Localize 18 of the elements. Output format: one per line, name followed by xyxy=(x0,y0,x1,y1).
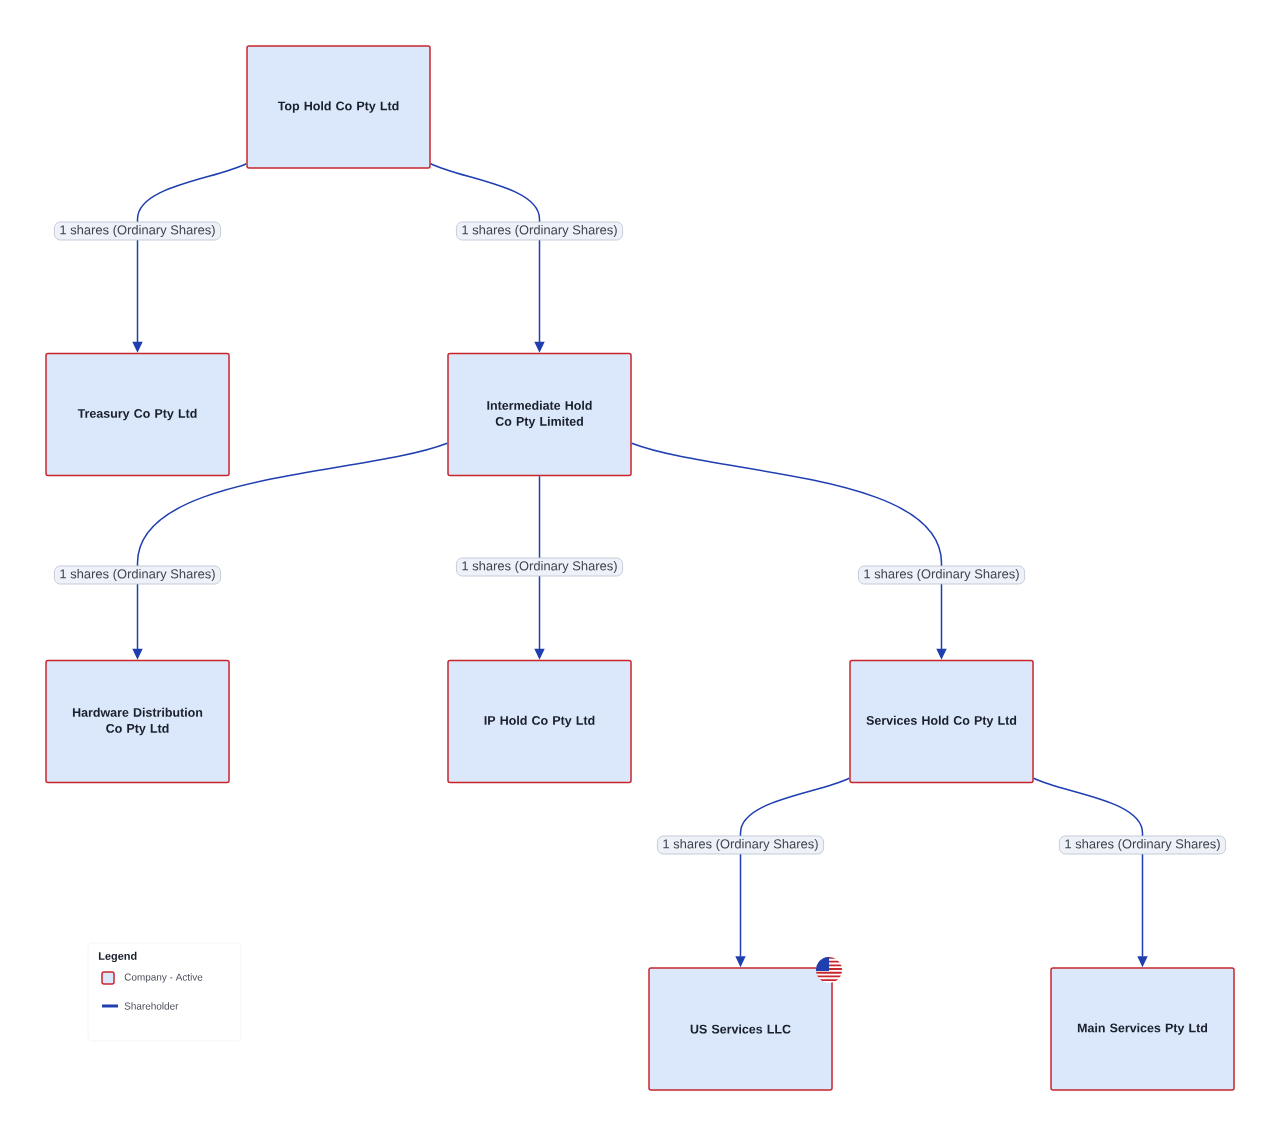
company-box: Services Hold Co Pty Ltd xyxy=(849,659,1034,784)
company-box: Intermediate Hold Co Pty Limited xyxy=(447,352,632,477)
legend-text: Company - Active xyxy=(124,973,203,983)
company-box: Main Services Pty Ltd xyxy=(1050,967,1235,1091)
edge-label: 1 shares (Ordinary Shares) xyxy=(657,835,824,855)
company-box: Treasury Co Pty Ltd xyxy=(45,352,230,477)
edge-label: 1 shares (Ordinary Shares) xyxy=(456,557,623,577)
edge-label: 1 shares (Ordinary Shares) xyxy=(456,221,623,241)
company-box: US Services LLC xyxy=(648,967,833,1091)
company-box: IP Hold Co Pty Ltd xyxy=(447,659,632,784)
edge-label: 1 shares (Ordinary Shares) xyxy=(54,565,221,585)
edge-label: 1 shares (Ordinary Shares) xyxy=(1059,835,1226,855)
edge-label: 1 shares (Ordinary Shares) xyxy=(858,565,1025,585)
legend-title: Legend xyxy=(98,951,137,963)
company-box: Hardware Distribution Co Pty Ltd xyxy=(45,659,230,784)
edge-label: 1 shares (Ordinary Shares) xyxy=(54,221,221,241)
legend-text: Shareholder xyxy=(124,1002,179,1010)
company-box: Top Hold Co Pty Ltd xyxy=(246,45,431,169)
